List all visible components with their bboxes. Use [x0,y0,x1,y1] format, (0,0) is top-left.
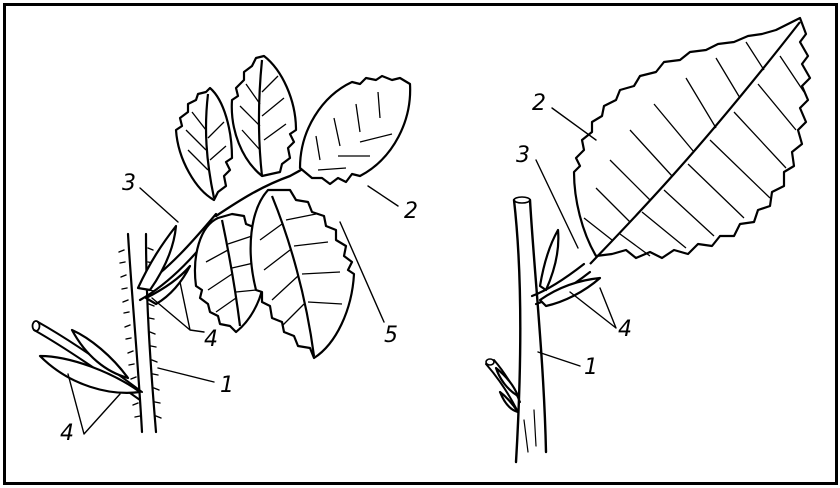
right-callout-4: 4 [618,317,632,342]
right-diagram: 2 3 4 1 [486,18,810,462]
right-lower-branch [486,359,520,412]
right-stem [514,197,546,462]
left-callout-4-upper: 4 [204,327,218,352]
right-callout-3: 3 [516,143,530,168]
right-leaf-blade [574,18,810,264]
left-callout-3: 3 [122,171,136,196]
left-leaflet-bottom-right [251,190,354,358]
left-lower-petiole [33,321,143,400]
left-callout-4-lower: 4 [60,421,74,446]
left-leaflet-top-center [232,56,296,176]
right-callout-1: 1 [584,355,598,380]
left-leaflet-top-right [300,76,410,184]
left-callout-2: 2 [404,199,418,224]
right-callout-2: 2 [532,91,546,116]
left-diagram: 3 2 4 4 1 5 [33,56,419,446]
left-leaflet-top-left [176,88,232,200]
left-callout-5: 5 [384,323,398,348]
left-callout-1: 1 [220,373,234,398]
